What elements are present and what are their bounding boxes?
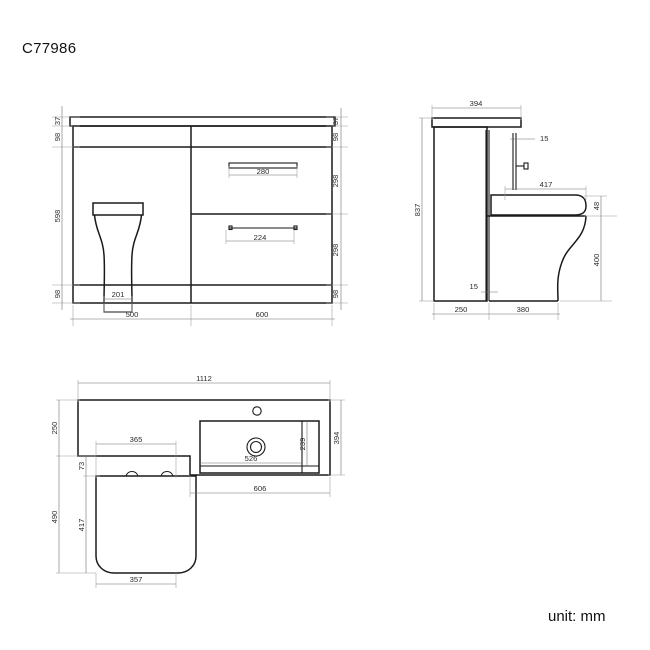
front-dim-left-counter: 98 xyxy=(53,133,62,141)
plan-dim-cabinet-depth: 250 xyxy=(50,422,59,435)
flush-plate-icon xyxy=(523,162,529,170)
unit-note: unit: mm xyxy=(548,608,606,625)
front-dim-width-left: 500 xyxy=(126,310,139,319)
plan-dim-basin-outer-width: 606 xyxy=(254,484,267,493)
side-cabinet-body xyxy=(433,126,488,302)
front-dim-right-drawer-top: 298 xyxy=(331,175,340,188)
front-dim-right-top-gap: 37 xyxy=(331,117,340,125)
front-handle-bottom-stud-right xyxy=(293,225,298,231)
front-countertop xyxy=(69,116,336,127)
front-dim-left-plinth: 98 xyxy=(53,290,62,298)
front-dim-toilet-base: 201 xyxy=(112,290,125,299)
front-dim-right-plinth: 98 xyxy=(331,290,340,298)
front-elevation-view: 37 98 598 98 37 98 298 298 98 280 xyxy=(52,106,348,326)
side-dim-gap-top: 15 xyxy=(540,134,548,143)
front-dim-left-body: 598 xyxy=(53,210,62,223)
side-dim-unit-depth: 250 xyxy=(455,305,468,314)
side-dim-pan-depth: 380 xyxy=(517,305,530,314)
side-dim-gap-bottom: 15 xyxy=(470,282,478,291)
front-toilet-seat xyxy=(92,202,144,216)
front-dim-right-drawer-bottom: 298 xyxy=(331,244,340,257)
side-toilet-pan xyxy=(556,215,587,302)
front-dim-width-right: 600 xyxy=(256,310,269,319)
plan-view: 1112 250 490 73 417 365 xyxy=(50,374,345,588)
plan-dim-seat-length: 417 xyxy=(77,519,86,532)
side-countertop xyxy=(431,117,522,128)
side-dim-pan-height: 400 xyxy=(592,254,601,267)
plan-dim-basin-inner-depth: 239 xyxy=(298,438,307,451)
plan-dim-overall-depth: 394 xyxy=(332,432,341,445)
front-dim-right-counter: 98 xyxy=(331,133,340,141)
side-dim-total-height: 837 xyxy=(413,204,422,217)
side-dim-top-depth: 394 xyxy=(470,99,483,108)
front-dim-handle-top: 280 xyxy=(257,167,270,176)
circle-icon-tap-hole xyxy=(252,406,262,416)
side-elevation-view: 394 837 15 15 417 48 400 xyxy=(413,99,617,320)
page-title: C77986 xyxy=(22,40,77,57)
plan-worktop-outline xyxy=(77,399,331,476)
plan-dim-seat-width: 357 xyxy=(130,575,143,584)
plan-toilet-seat xyxy=(95,475,197,574)
side-toilet-seat xyxy=(490,194,587,216)
front-toilet-body xyxy=(93,214,143,304)
concentric-circle-icon-waste-inner xyxy=(249,440,263,454)
front-handle-top xyxy=(228,162,298,169)
front-dim-handle-bottom: 224 xyxy=(254,233,267,242)
side-dim-seat-length: 417 xyxy=(540,180,553,189)
front-dim-left-top-gap: 37 xyxy=(53,117,62,125)
plan-dim-hinge-offset: 73 xyxy=(77,462,86,470)
plan-dim-seat-outer-width: 365 xyxy=(130,435,143,444)
front-handle-bottom-stud-left xyxy=(228,225,233,231)
plan-dim-toilet-depth: 490 xyxy=(50,511,59,524)
plan-basin-outer xyxy=(199,420,320,474)
plan-dim-overall-width: 1112 xyxy=(196,374,212,383)
plan-seat-hinge-right xyxy=(160,470,174,477)
plan-dim-basin-inner-width: 526 xyxy=(245,454,258,463)
side-dim-seat-thickness: 48 xyxy=(592,202,601,210)
plan-seat-hinge-left xyxy=(125,470,139,477)
concentric-circle-icon-waste-outer xyxy=(246,437,266,457)
